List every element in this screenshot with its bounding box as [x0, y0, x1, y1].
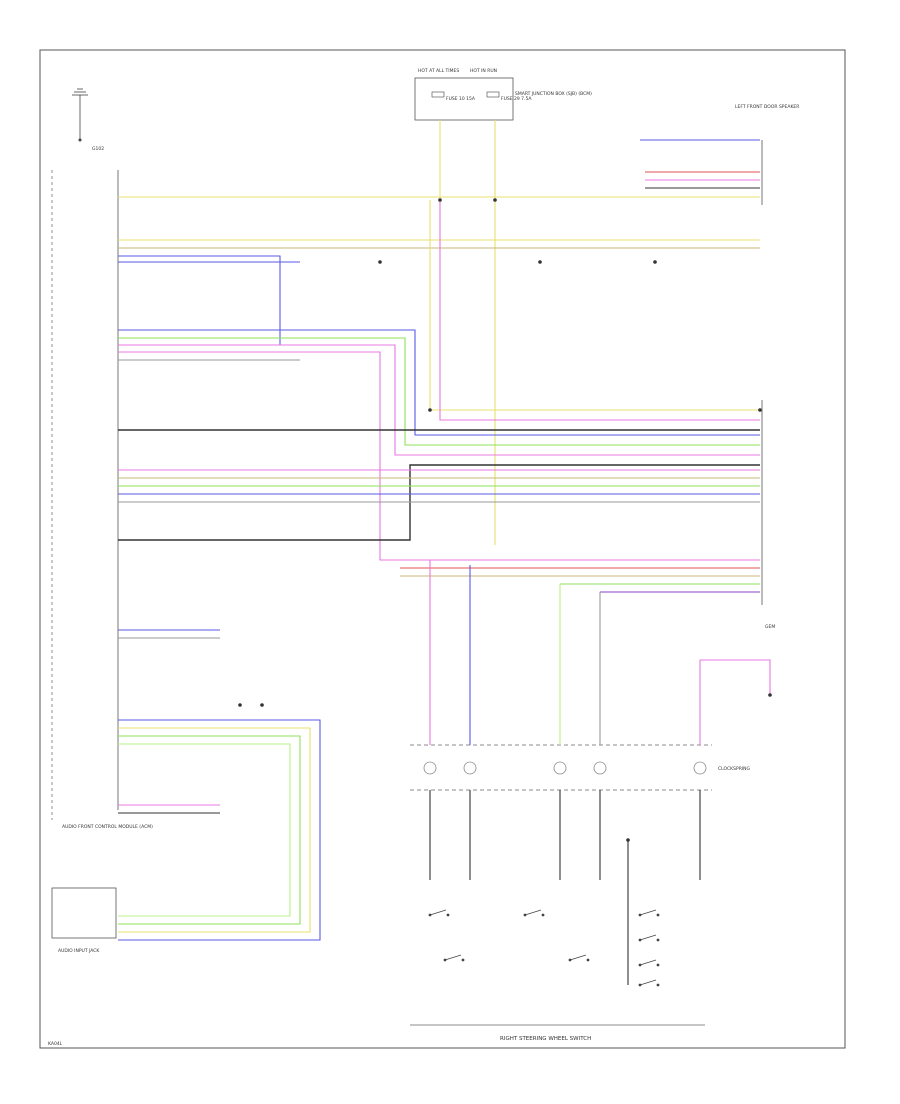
splice-icon [238, 703, 242, 707]
switch-icon [638, 979, 660, 987]
wire-drop-6 [700, 659, 771, 695]
ground-icon [72, 88, 88, 142]
steering-switch-label: RIGHT STEERING WHEEL SWITCH [500, 1036, 591, 1042]
wire-mid-2 [118, 337, 760, 446]
left-front-door-label: LEFT FRONT DOOR SPEAKER [735, 104, 799, 110]
wire-mid-3 [118, 344, 760, 456]
splice-icon [758, 408, 762, 412]
splice-icon [768, 693, 772, 697]
connector-icon [423, 761, 437, 775]
wire-group [118, 120, 771, 985]
connector-icon [553, 761, 567, 775]
splice-icon [493, 198, 497, 202]
wire-row-4 [118, 255, 281, 346]
switch-icon [638, 959, 660, 967]
steering-wheel-switch: RIGHT STEERING WHEEL SWITCH [410, 1024, 705, 1042]
wire-jack-3 [118, 735, 301, 925]
wire-jack-1 [118, 719, 321, 941]
fuse-right-label: FUSE 29 7.5A [501, 96, 532, 102]
hot-in-run-label: HOT IN RUN [470, 68, 497, 74]
switch-icon [638, 934, 660, 942]
wire-jack-4 [118, 743, 291, 917]
splice-icon [260, 703, 264, 707]
splice-icon [626, 838, 630, 842]
sjb-label: SMART JUNCTION BOX (SJB) (BCM) [515, 91, 592, 97]
audio-input-jack: AUDIO INPUT JACK [51, 887, 117, 954]
wire-jack-2 [118, 727, 311, 933]
gem-label: GEM [765, 624, 775, 630]
splice-icon [653, 260, 657, 264]
wire-yellow-long [429, 200, 760, 411]
switch-icon [568, 954, 590, 962]
wire-mid-4 [118, 351, 760, 561]
acm-label: AUDIO FRONT CONTROL MODULE (ACM) [62, 824, 153, 830]
audio-control-module: AUDIO FRONT CONTROL MODULE (ACM) [51, 170, 153, 830]
switch-icon [428, 909, 450, 917]
splice-icon [428, 408, 432, 412]
clockspring-label: CLOCKSPRING [718, 766, 751, 772]
fuse-left-label: FUSE 10 15A [446, 96, 476, 102]
splice-icon [438, 198, 442, 202]
door-speaker-bracket: LEFT FRONT DOOR SPEAKER [735, 104, 799, 205]
switch-icon [638, 909, 660, 917]
diagram-border [39, 49, 846, 1049]
connector-icon [693, 761, 707, 775]
splice-group [238, 198, 772, 987]
fuse-icon [431, 91, 500, 98]
hot-at-all-times-label: HOT AT ALL TIMES [418, 68, 459, 74]
wire-mid-1 [118, 329, 760, 436]
clockspring: CLOCKSPRING [410, 744, 751, 791]
connector-icon [593, 761, 607, 775]
splice-icon [378, 260, 382, 264]
wire-pink-long [439, 200, 760, 421]
switch-icon [523, 909, 545, 917]
ground-label: G102 [92, 146, 104, 152]
connector-icon [463, 761, 477, 775]
audio-jack-label: AUDIO INPUT JACK [58, 948, 100, 954]
footer-code: KA04L [48, 1041, 63, 1047]
splice-icon [538, 260, 542, 264]
smart-junction-box: HOT AT ALL TIMES HOT IN RUN SMART JUNCTI… [414, 68, 592, 121]
switch-icon [443, 954, 465, 962]
